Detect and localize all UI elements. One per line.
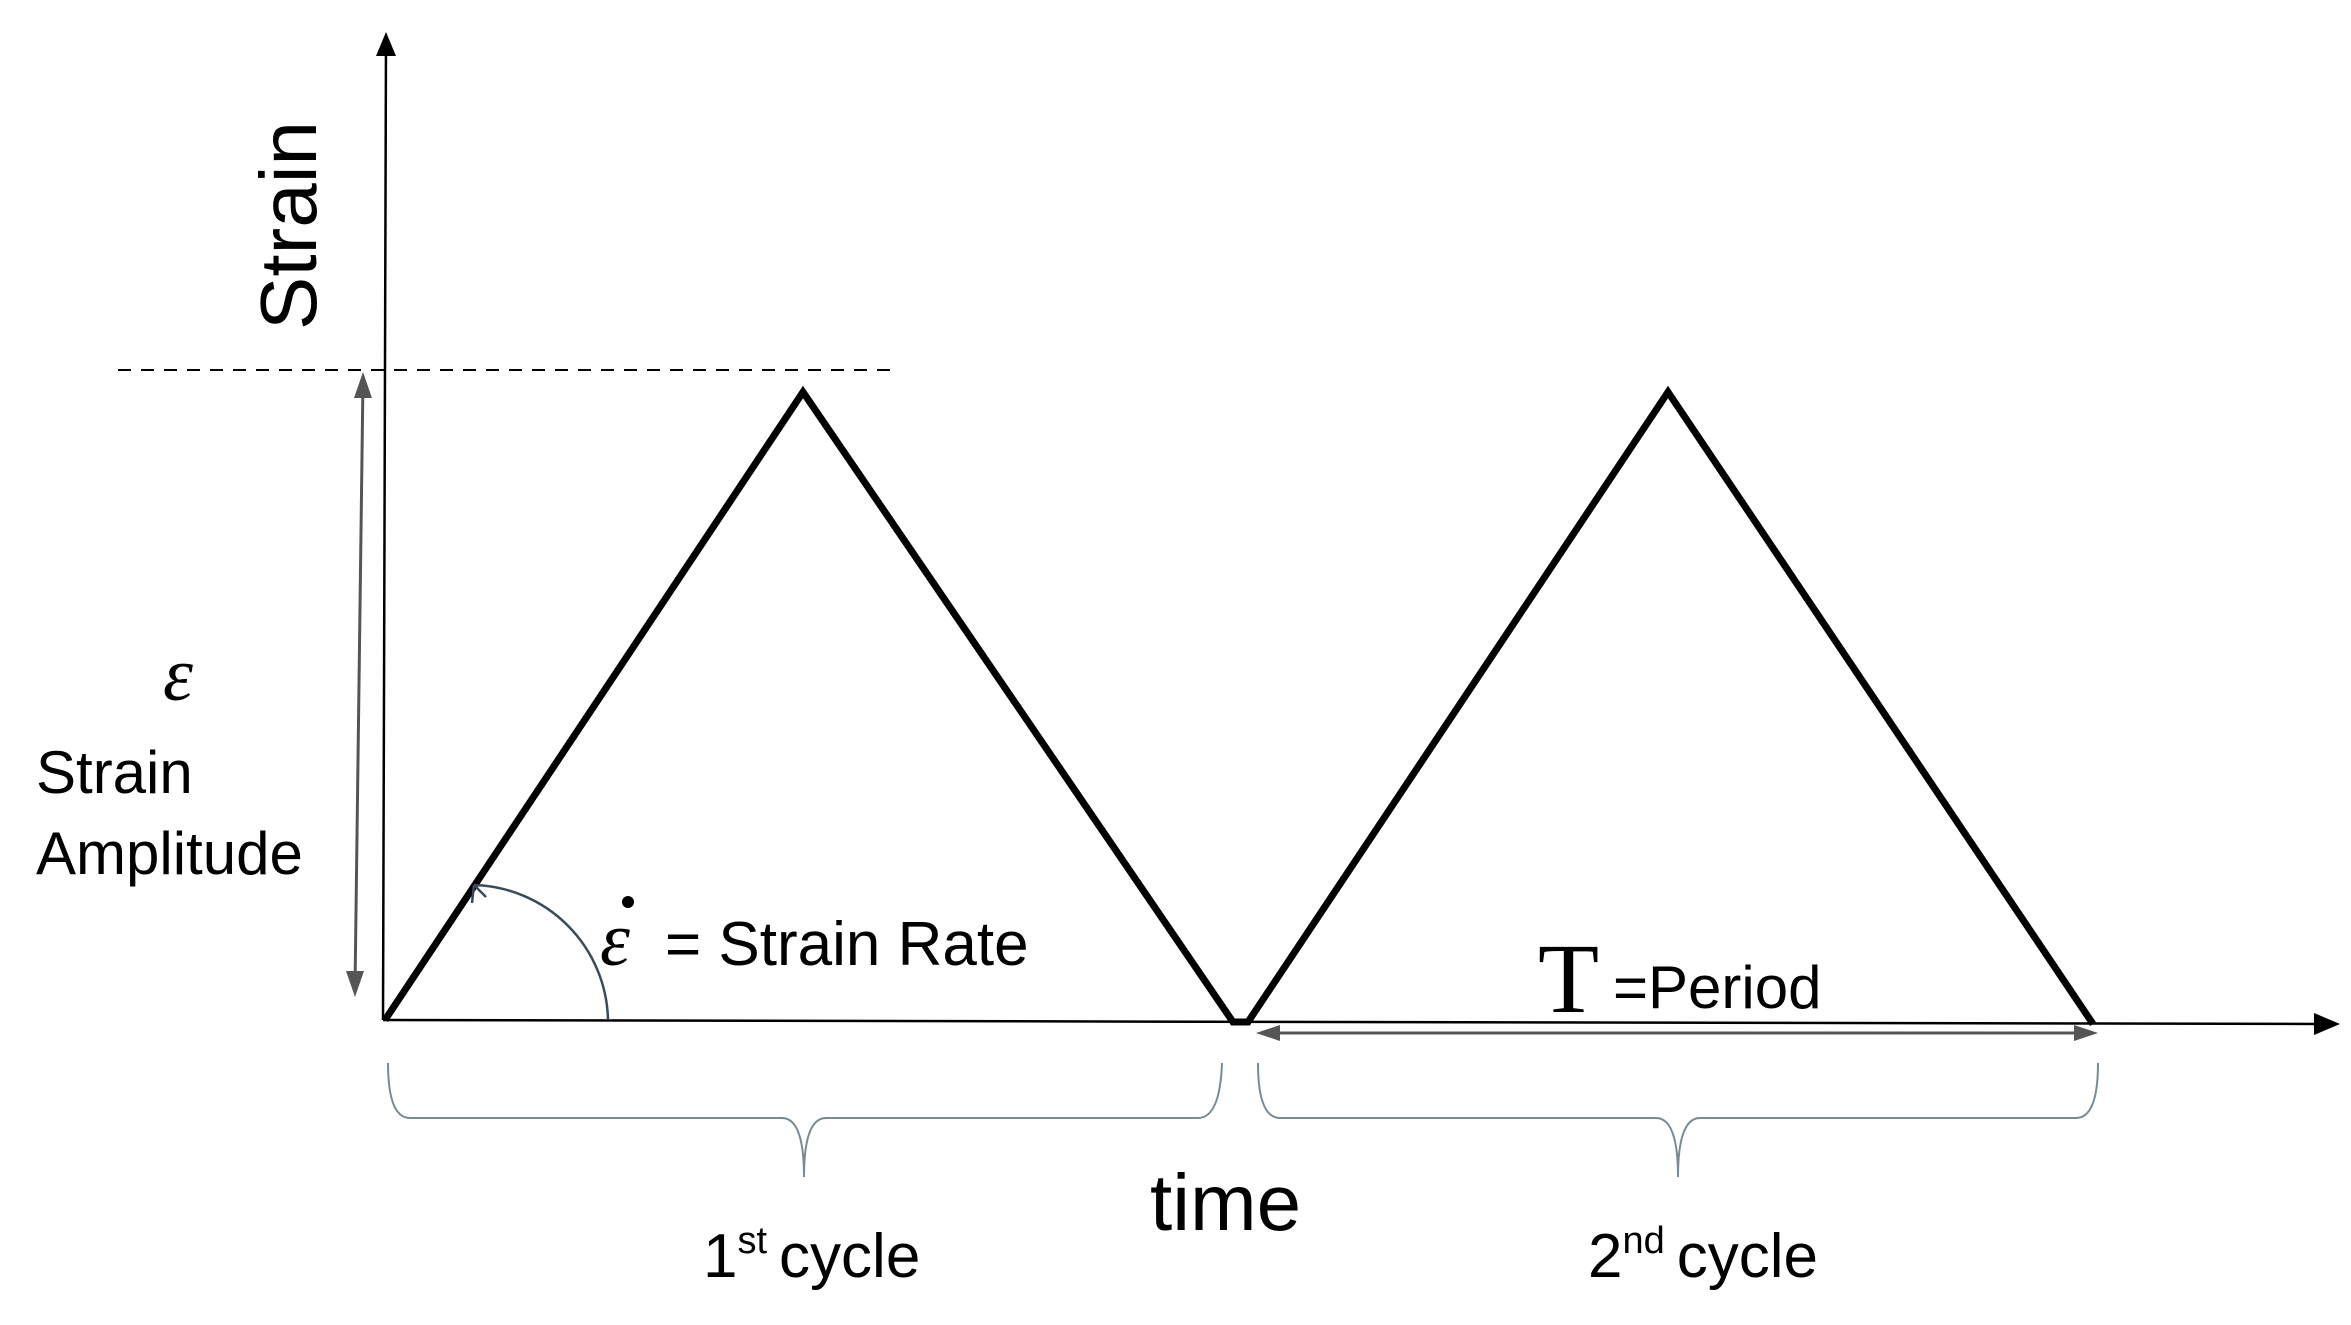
x-axis	[382, 1018, 2321, 1026]
period-arrow-left-head	[1256, 1025, 1280, 1041]
strain-rate-dot	[622, 896, 634, 908]
y-axis-label: Strain	[244, 121, 333, 330]
period-arrow-right-head	[2074, 1025, 2098, 1041]
y-axis	[381, 37, 388, 1021]
y-axis-arrowhead	[376, 32, 396, 56]
strain-rate-label: = Strain Rate	[665, 910, 1029, 979]
strain-rate-angle-arc	[473, 883, 610, 1021]
amplitude-label-line2: Amplitude	[36, 820, 303, 887]
cycle-1-brace	[387, 1062, 1223, 1178]
strain-rate-symbol: ε	[600, 898, 630, 982]
cycle-2-suffix: nd	[1622, 1220, 1664, 1262]
amplitude-label-line1: Strain	[36, 739, 193, 806]
cycle-2-number: 2	[1588, 1222, 1622, 1291]
cycle-2-brace	[1257, 1062, 2099, 1178]
cycle-1-number: 1	[703, 1222, 737, 1291]
amplitude-arrow	[353, 379, 365, 989]
period-symbol: T	[1538, 923, 1599, 1034]
amplitude-arrow-bottom-head	[346, 971, 364, 997]
cycle-1-suffix: st	[737, 1220, 767, 1262]
triangle-waveform	[382, 385, 2096, 1026]
cycle-1-word: cycle	[779, 1222, 920, 1291]
strain-rate-arc-head	[470, 884, 487, 904]
period-label: =Period	[1613, 954, 1821, 1021]
x-axis-arrowhead	[2314, 1013, 2340, 1035]
amplitude-arrow-top-head	[354, 372, 372, 398]
x-axis-label: time	[1150, 1158, 1301, 1247]
amplitude-symbol: ε	[163, 633, 193, 717]
cycle-2-word: cycle	[1677, 1222, 1818, 1291]
